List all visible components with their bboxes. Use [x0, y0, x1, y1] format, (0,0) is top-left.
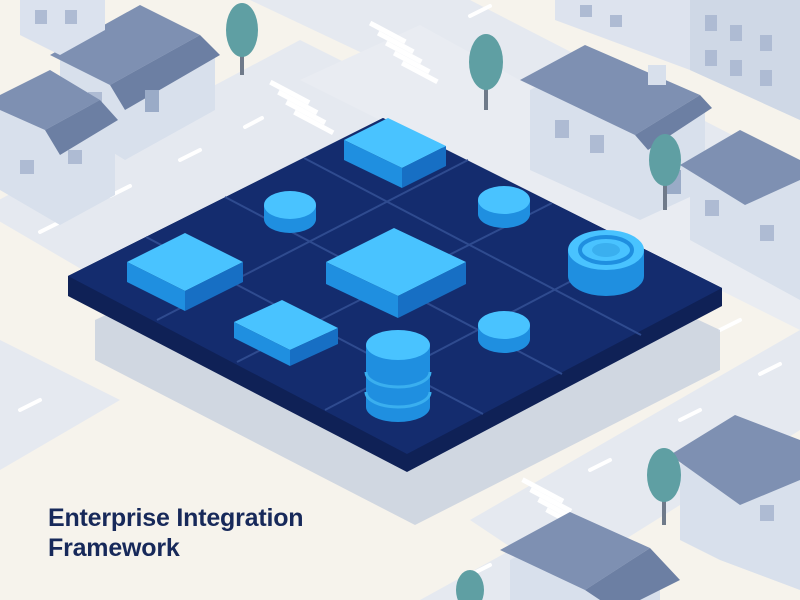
house-bottom-right	[670, 415, 800, 590]
node-box-top	[344, 118, 446, 188]
integration-nodes	[127, 118, 644, 422]
node-box-center	[326, 228, 466, 318]
node-disc-1	[264, 191, 316, 233]
tree-4	[647, 448, 681, 525]
trees	[226, 3, 681, 600]
crosswalk-left	[269, 79, 335, 135]
house-left	[0, 70, 118, 225]
title-line-1: Enterprise Integration	[48, 504, 304, 532]
node-box-left	[127, 233, 243, 311]
node-disc-2	[478, 186, 530, 228]
node-box-low	[234, 300, 338, 366]
building-top-right	[555, 0, 800, 120]
house-top-left	[50, 5, 220, 160]
house-bottom	[500, 512, 680, 600]
building-top-left	[20, 0, 105, 55]
tree-5	[456, 570, 484, 600]
node-ring-right	[568, 230, 644, 296]
title-line-2: Framework	[48, 534, 180, 562]
tree-3	[649, 134, 681, 210]
tree-2	[469, 34, 503, 110]
database-stack-icon	[364, 330, 432, 422]
tree-1	[226, 3, 258, 75]
crosswalk-top	[368, 20, 439, 85]
page-title: Enterprise Integration Framework	[48, 503, 304, 563]
house-right-2	[680, 130, 800, 300]
node-disc-3	[478, 311, 530, 353]
